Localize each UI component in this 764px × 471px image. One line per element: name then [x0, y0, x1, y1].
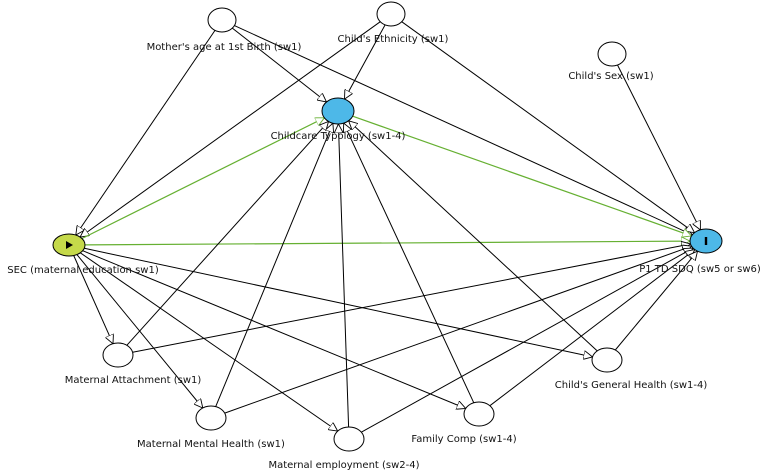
labels-layer: Mother's age at 1st Birth (sw1) Child's E… — [7, 34, 761, 471]
node-maternal-mental-health[interactable] — [195, 405, 227, 431]
node-maternal-attachment[interactable] — [102, 342, 134, 368]
edge-child-general-health-to-p1-td-sdq[interactable] — [614, 251, 697, 351]
edge-mothers-age-to-sec[interactable] — [76, 30, 216, 235]
node-label-maternal-employment: Maternal employment (sw2-4) — [268, 460, 419, 471]
node-label-sec: SEC (maternal education sw1) — [7, 265, 159, 276]
node-maternal-mental-health-shape[interactable] — [195, 405, 227, 431]
node-label-childcare-typology: Childcare Typology (sw1-4) — [271, 131, 406, 142]
node-child-ethnicity[interactable] — [376, 1, 406, 27]
node-child-sex-shape[interactable] — [597, 41, 627, 67]
edge-family-comp-to-childcare-typology[interactable] — [344, 123, 475, 404]
edge-sec-to-p1-td-sdq[interactable] — [84, 241, 690, 245]
node-child-sex[interactable] — [597, 41, 627, 67]
node-family-comp-shape[interactable] — [463, 401, 495, 427]
edge-maternal-employment-to-p1-td-sdq[interactable] — [361, 248, 693, 433]
node-p1-td-sdq[interactable] — [689, 228, 723, 254]
edge-maternal-attachment-to-childcare-typology[interactable] — [126, 122, 329, 346]
node-label-maternal-mental-health: Maternal Mental Health (sw1) — [137, 439, 285, 450]
edge-sec-to-child-general-health[interactable] — [84, 247, 592, 357]
edge-sec-to-maternal-attachment[interactable] — [73, 255, 113, 344]
node-family-comp[interactable] — [463, 401, 495, 427]
bar-icon — [704, 237, 708, 245]
node-maternal-attachment-shape[interactable] — [102, 342, 134, 368]
edge-child-ethnicity-to-p1-td-sdq[interactable] — [401, 21, 695, 233]
node-label-mothers-age: Mother's age at 1st Birth (sw1) — [147, 42, 302, 53]
edge-sec-to-childcare-typology[interactable] — [81, 117, 324, 240]
edge-mothers-age-to-p1-td-sdq[interactable] — [234, 25, 692, 235]
edge-maternal-attachment-to-p1-td-sdq[interactable] — [132, 244, 691, 353]
edge-child-ethnicity-to-childcare-typology[interactable] — [345, 24, 386, 99]
node-sec[interactable] — [52, 233, 86, 257]
edge-family-comp-to-p1-td-sdq[interactable] — [489, 250, 695, 407]
edge-maternal-mental-health-to-childcare-typology[interactable] — [215, 123, 333, 407]
node-label-family-comp: Family Comp (sw1-4) — [411, 434, 516, 445]
edge-child-ethnicity-to-sec[interactable] — [80, 21, 381, 237]
edge-mothers-age-to-childcare-typology[interactable] — [231, 27, 326, 102]
edge-maternal-employment-to-childcare-typology[interactable] — [338, 124, 350, 428]
node-child-ethnicity-shape[interactable] — [376, 1, 406, 27]
edge-sec-to-family-comp[interactable] — [82, 250, 466, 409]
edge-child-general-health-to-childcare-typology[interactable] — [349, 121, 598, 352]
play-icon — [66, 241, 73, 249]
node-child-general-health-shape[interactable] — [591, 347, 623, 373]
edge-childcare-typology-to-p1-td-sdq[interactable] — [352, 115, 692, 236]
node-mothers-age-shape[interactable] — [207, 7, 237, 33]
edges-layer — [73, 21, 701, 433]
node-label-child-sex: Child's Sex (sw1) — [568, 71, 653, 82]
edge-sec-to-maternal-employment[interactable] — [80, 252, 337, 431]
node-maternal-employment-shape[interactable] — [333, 426, 365, 452]
node-maternal-employment[interactable] — [333, 426, 365, 452]
node-label-p1-td-sdq: P1 TD SDQ (sw5 or sw6) — [639, 264, 761, 275]
edge-child-sex-to-p1-td-sdq[interactable] — [617, 64, 701, 230]
nodes-layer — [52, 1, 723, 452]
node-childcare-typology[interactable] — [321, 97, 355, 125]
node-mothers-age[interactable] — [207, 7, 237, 33]
node-childcare-typology-shape[interactable] — [321, 97, 355, 125]
edge-maternal-mental-health-to-p1-td-sdq[interactable] — [224, 246, 692, 414]
node-label-child-general-health: Child's General Health (sw1-4) — [555, 380, 708, 391]
node-label-maternal-attachment: Maternal Attachment (sw1) — [65, 375, 202, 386]
node-child-general-health[interactable] — [591, 347, 623, 373]
node-label-child-ethnicity: Child's Ethnicity (sw1) — [338, 34, 449, 45]
